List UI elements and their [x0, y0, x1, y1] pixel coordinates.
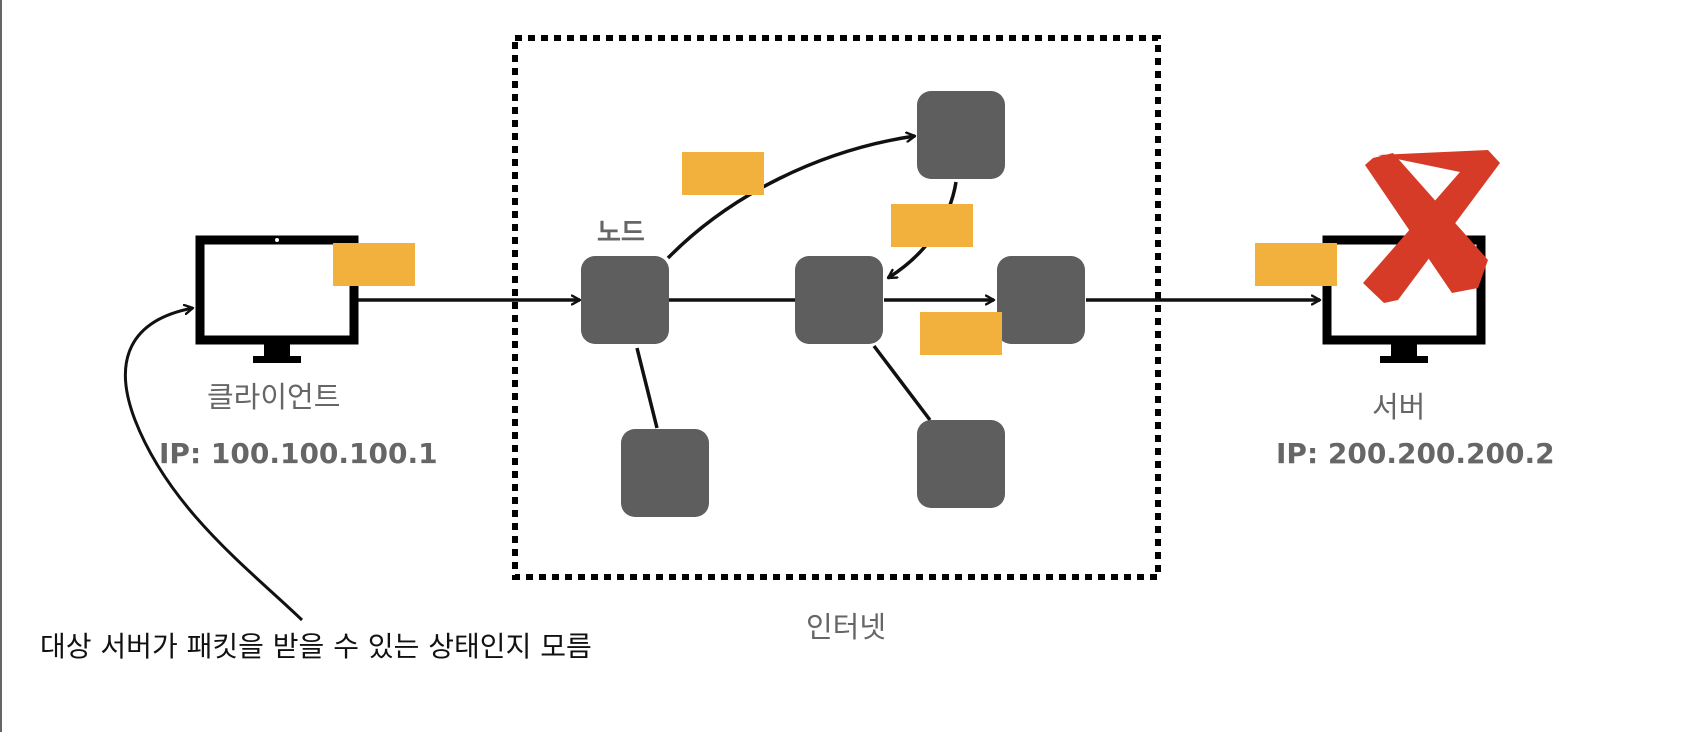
note-pointer-arrow — [123, 308, 304, 622]
client-label: 클라이언트 — [207, 380, 341, 414]
node-5 — [621, 429, 709, 517]
packet-node1-to-node4 — [682, 152, 764, 195]
node-2 — [795, 256, 883, 344]
internet-boundary — [512, 35, 1161, 580]
node-6 — [917, 420, 1005, 508]
client-monitor-icon — [195, 235, 359, 363]
packet-at-client — [333, 243, 415, 286]
packet-node4-to-node2 — [891, 204, 973, 247]
node-4 — [917, 91, 1005, 179]
x-mark-icon — [1363, 150, 1500, 303]
link-node2-node6 — [872, 344, 932, 422]
server-label: 서버 — [1372, 390, 1426, 424]
node-3 — [997, 256, 1085, 344]
packet-at-server — [1255, 243, 1337, 286]
note-text: 대상 서버가 패킷을 받을 수 있는 상태인지 모름 — [40, 630, 592, 663]
arrow-node1-to-node4 — [666, 136, 915, 260]
server-ip: IP: 200.200.200.2 — [1276, 437, 1555, 470]
node-label: 노드 — [597, 218, 645, 248]
packet-node2-to-node3 — [920, 312, 1002, 355]
link-node1-node5 — [635, 347, 659, 429]
client-ip: IP: 100.100.100.1 — [159, 437, 438, 470]
internet-label: 인터넷 — [806, 610, 887, 644]
node-1 — [581, 256, 669, 344]
